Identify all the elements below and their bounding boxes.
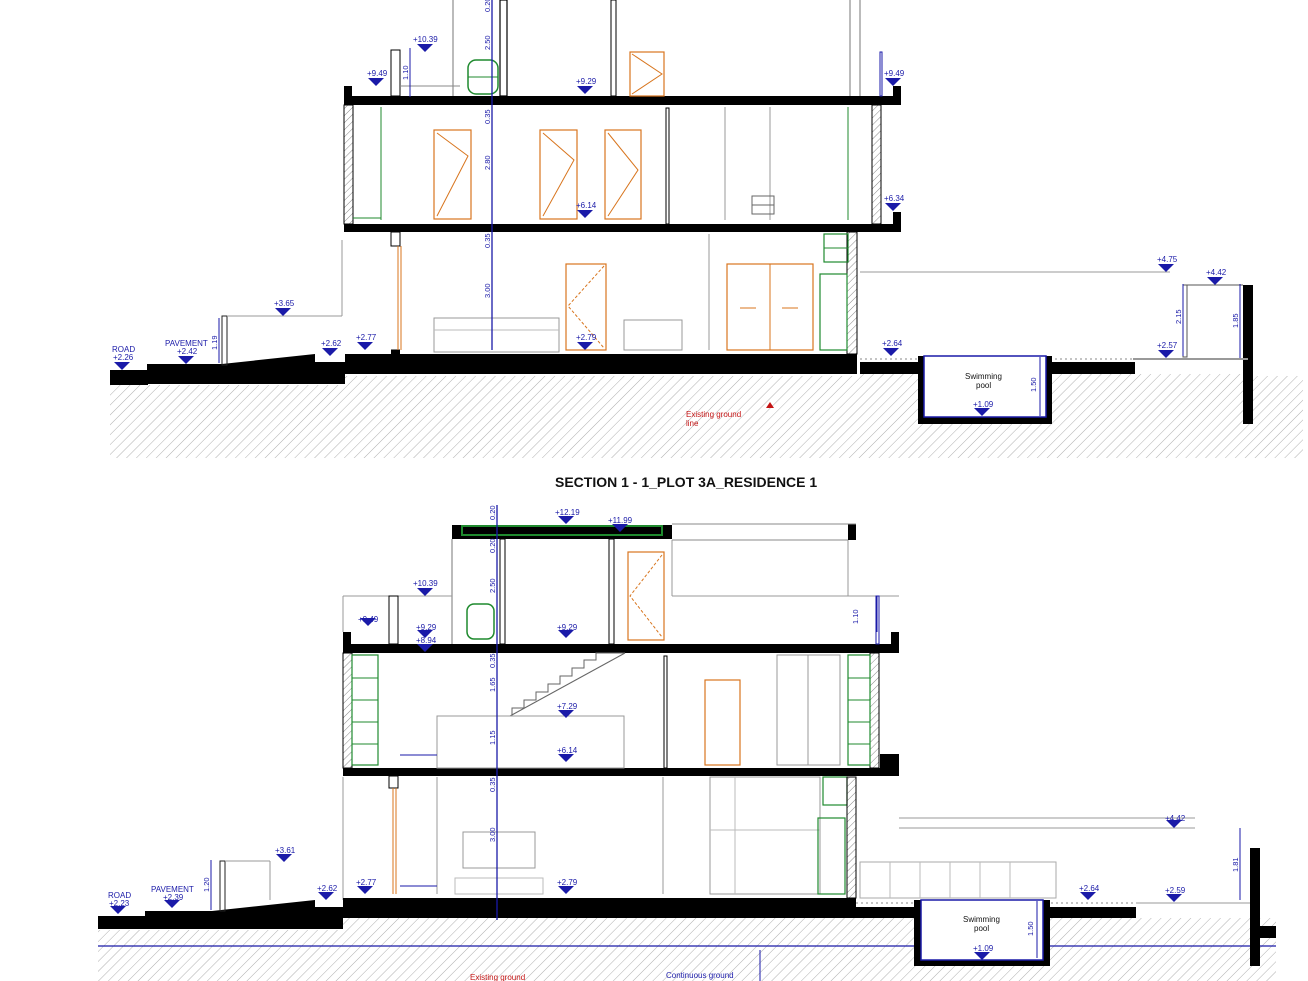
level-mark: +6.34	[884, 194, 905, 203]
ground-note: line	[686, 419, 699, 428]
level-mark: +9.49	[367, 69, 388, 78]
pool-label: pool	[974, 924, 989, 933]
continuous-ground-note: Continuous ground	[666, 971, 734, 980]
section-2-drawing: +12.19 +11.99 +10.39 +9.49 +9.29 +8.94 +…	[98, 505, 1276, 981]
dimension-label: 0.35	[483, 233, 492, 248]
wall-right-first	[871, 104, 882, 225]
pavement-label: PAVEMENT	[151, 885, 194, 894]
dimension-label: 2.50	[488, 578, 497, 593]
door-ground-1	[565, 263, 607, 351]
level-mark: +4.42	[1165, 814, 1186, 823]
ground-floor-slab	[345, 354, 857, 374]
level-mark: +4.75	[1157, 255, 1178, 264]
pavement-level: +2.42	[177, 347, 198, 356]
dimension-label: 1.50	[1026, 921, 1035, 936]
level-mark: +8.94	[416, 636, 437, 645]
level-mark: +9.29	[416, 623, 437, 632]
level-mark: +2.77	[356, 878, 377, 887]
dimension-label: 3.00	[483, 283, 492, 298]
level-mark: +2.62	[321, 339, 342, 348]
level-mark: +10.39	[413, 35, 438, 44]
level-mark: +2.79	[576, 333, 597, 342]
door-first	[704, 679, 741, 766]
level-mark: +2.79	[557, 878, 578, 887]
road-slab	[110, 370, 148, 385]
ground-hatch	[110, 374, 1303, 458]
staircase	[500, 652, 625, 717]
first-floor-slab	[344, 224, 901, 232]
roof-slab	[344, 96, 901, 105]
fridge	[819, 273, 848, 351]
ground-note: Existing ground	[686, 410, 741, 419]
dimension-label: 0.20	[488, 505, 497, 520]
level-mark: +2.59	[1165, 886, 1186, 895]
level-mark: +9.29	[576, 77, 597, 86]
door-first-3	[604, 129, 642, 220]
section-title: SECTION 1 - 1_PLOT 3A_RESIDENCE 1	[555, 474, 817, 490]
dimension-label: 0.35	[488, 777, 497, 792]
pool-label: pool	[976, 381, 991, 390]
pool-label: Swimming	[963, 915, 1000, 924]
dimension-label: 1.10	[851, 609, 860, 624]
dimension-label: 1.19	[210, 335, 219, 350]
level-mark: +6.14	[557, 746, 578, 755]
wall-left-first	[343, 104, 354, 225]
pavement-label: PAVEMENT	[165, 339, 208, 348]
level-mark: +2.64	[882, 339, 903, 348]
level-mark: +11.99	[608, 516, 633, 525]
level-mark: +9.49	[358, 615, 379, 624]
dimension-label: 1.15	[488, 730, 497, 745]
level-mark: +9.49	[884, 69, 905, 78]
road-level: +2.23	[109, 899, 130, 908]
dimension-label: 0.20	[483, 0, 492, 12]
level-mark: +3.61	[275, 846, 296, 855]
ground-hatch	[98, 918, 1276, 981]
level-mark: +2.77	[356, 333, 377, 342]
dimension-label: 2.15	[1174, 309, 1183, 324]
dimension-label: 0.35	[483, 109, 492, 124]
dimension-label: 1.81	[1231, 857, 1240, 872]
door-first-2	[539, 129, 578, 220]
roof-door	[629, 51, 665, 97]
level-mark: +2.62	[317, 884, 338, 893]
dimension-label: 1.85	[1231, 313, 1240, 328]
road-label: ROAD	[108, 891, 131, 900]
level-mark: +1.09	[973, 400, 994, 409]
level-mark: +10.39	[413, 579, 438, 588]
boundary-wall	[1243, 285, 1253, 424]
level-mark: +7.29	[557, 702, 578, 711]
sofa	[433, 317, 560, 353]
level-mark: +3.65	[274, 299, 295, 308]
door-first-1	[433, 129, 472, 220]
dimension-label: 0.35	[488, 653, 497, 668]
level-mark: +1.09	[973, 944, 994, 953]
ground-note: Existing ground	[470, 973, 525, 981]
road-level: +2.26	[113, 353, 134, 362]
dimension-label: 1.10	[401, 65, 410, 80]
level-mark: +4.42	[1206, 268, 1227, 277]
dimension-label: 0.20	[488, 538, 497, 553]
level-mark: +2.64	[1079, 884, 1100, 893]
dimension-label: 1.50	[1029, 377, 1038, 392]
dining-set	[623, 319, 683, 351]
dimension-label: 1.20	[202, 877, 211, 892]
dimension-label: 2.80	[483, 155, 492, 170]
pavement-level: +2.39	[163, 893, 184, 902]
roof-door	[627, 551, 665, 641]
level-mark: +6.14	[576, 201, 597, 210]
section-1-drawing: +10.39 +9.49 +9.29 +9.49 +6.14 +6.34 +4.…	[110, 0, 1303, 458]
road-label: ROAD	[112, 345, 135, 354]
pool-label: Swimming	[965, 372, 1002, 381]
level-mark: +9.29	[557, 623, 578, 632]
dimension-label: 3.00	[488, 827, 497, 842]
kerb-wall	[221, 315, 228, 366]
pavement-slab	[147, 354, 345, 384]
dimension-label: 1.65	[488, 677, 497, 692]
level-mark: +12.19	[555, 508, 580, 517]
level-mark: +2.57	[1157, 341, 1178, 350]
dimension-label: 2.50	[483, 35, 492, 50]
